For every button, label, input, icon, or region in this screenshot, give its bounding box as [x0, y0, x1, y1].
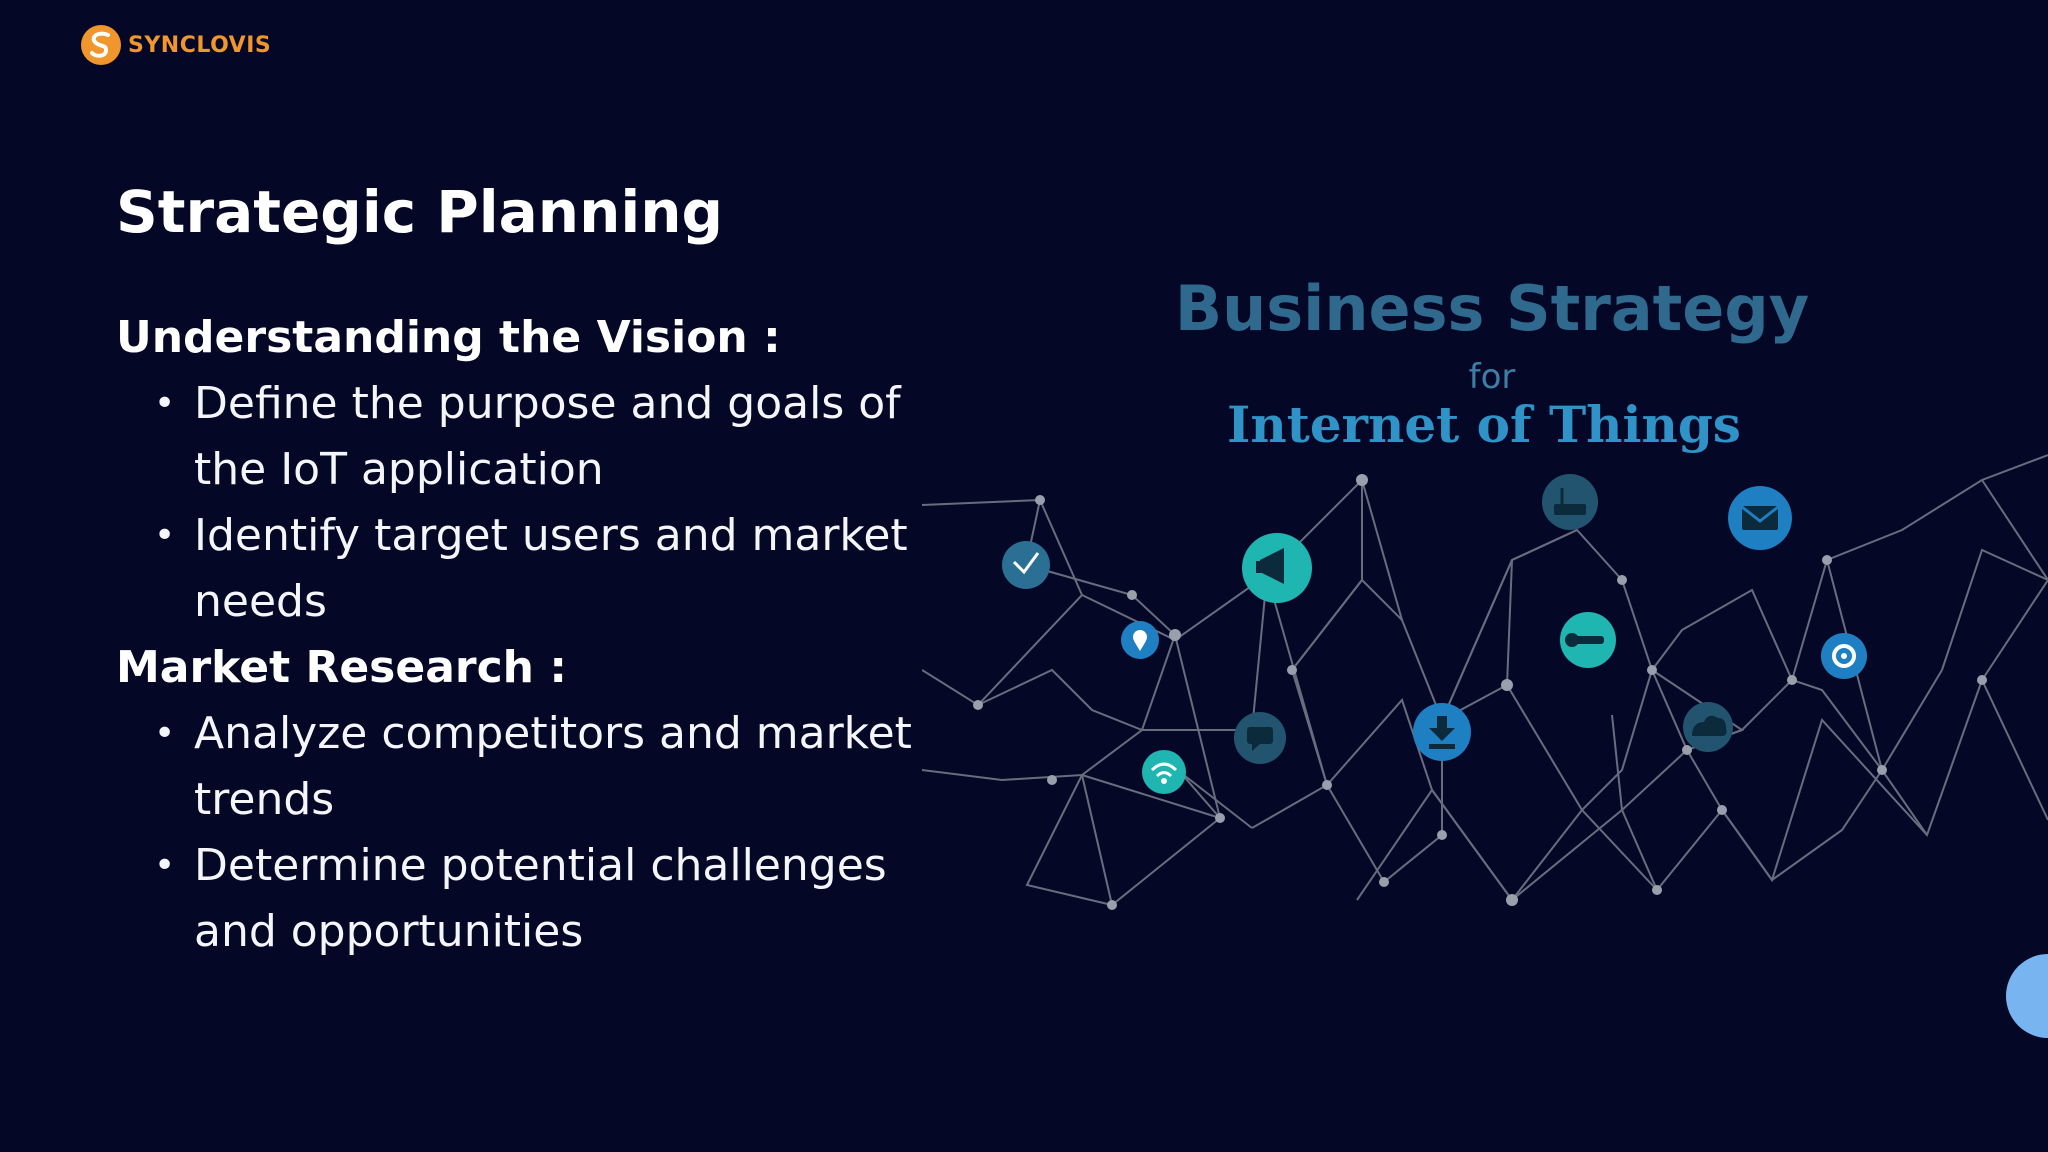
iot-strategy-illustration: Business Strategy for Internet of Things	[922, 250, 2048, 930]
illustration-title: Business Strategy	[1175, 272, 1809, 345]
illustration-subtitle: Internet of Things	[1227, 395, 1741, 454]
slide-content: Understanding the Vision : Define the pu…	[116, 305, 936, 965]
illustration-connector: for	[1469, 357, 1516, 397]
wifi-icon	[1142, 750, 1186, 794]
router-icon	[1542, 474, 1598, 530]
network-nodes	[973, 474, 1987, 910]
wrench-icon	[1560, 612, 1616, 668]
chat-icon	[1234, 712, 1286, 764]
section-heading-market-research: Market Research :	[116, 642, 567, 693]
cloud-signal-icon	[1683, 702, 1733, 752]
iot-network-graphic: Business Strategy for Internet of Things	[922, 272, 2048, 910]
bullet-list-market-research: Analyze competitors and market trends De…	[116, 701, 936, 965]
mail-icon	[1728, 486, 1792, 550]
slide-title: Strategic Planning	[116, 178, 724, 246]
synclovis-logo-icon	[81, 25, 121, 65]
bullet-item: Identify target users and market needs	[154, 503, 936, 635]
section-heading-vision: Understanding the Vision :	[116, 312, 781, 363]
bullet-list-vision: Define the purpose and goals of the IoT …	[116, 371, 936, 635]
route-icon	[1002, 541, 1050, 589]
megaphone-icon	[1242, 533, 1312, 603]
bullet-item: Analyze competitors and market trends	[154, 701, 936, 833]
navigation-dot[interactable]	[2006, 954, 2048, 1038]
gear-icon	[1821, 633, 1867, 679]
location-pin-icon	[1121, 621, 1159, 659]
download-icon	[1413, 703, 1471, 761]
bullet-item: Determine potential challenges and oppor…	[154, 833, 936, 965]
bullet-item: Define the purpose and goals of the IoT …	[154, 371, 936, 503]
network-mesh	[922, 454, 2048, 907]
brand-name: SYNCLOVIS	[128, 32, 272, 58]
brand-logo: SYNCLOVIS	[80, 24, 271, 66]
